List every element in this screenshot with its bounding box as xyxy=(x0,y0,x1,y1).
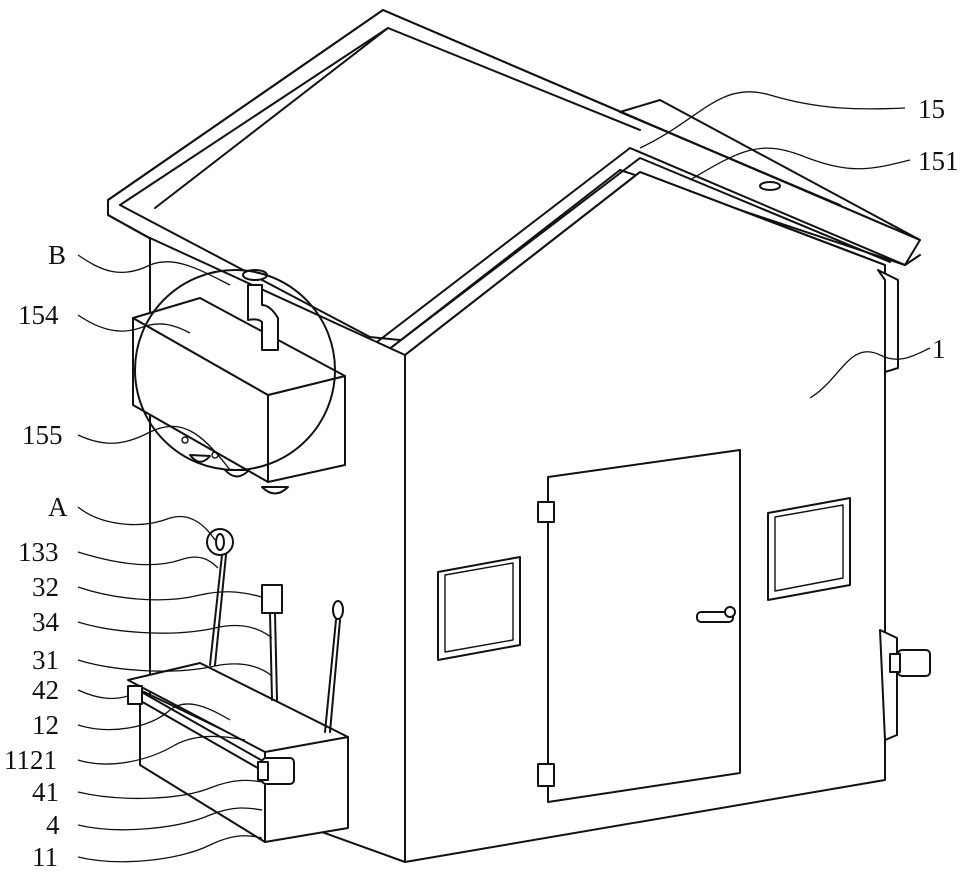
door[interactable] xyxy=(538,450,740,802)
roof-vent-hole-icon xyxy=(760,182,780,190)
left-window xyxy=(438,557,520,660)
label-41: 41 xyxy=(32,777,59,807)
door-panel xyxy=(548,450,740,802)
upper-hinge-icon xyxy=(538,502,554,522)
label-34: 34 xyxy=(32,607,60,637)
label-151: 151 xyxy=(918,146,959,176)
box-front xyxy=(265,737,348,842)
label-4: 4 xyxy=(46,810,60,840)
label-1: 1 xyxy=(932,334,946,364)
label-154: 154 xyxy=(18,300,59,330)
label-12: 12 xyxy=(32,710,59,740)
label-15: 15 xyxy=(918,94,945,124)
right-window xyxy=(768,498,850,600)
label-1121: 1121 xyxy=(4,745,57,775)
label-a: A xyxy=(48,492,68,522)
label-b: B xyxy=(48,240,66,270)
sensor-box-icon xyxy=(262,585,282,613)
label-31: 31 xyxy=(32,645,59,675)
lower-hinge-icon xyxy=(538,764,554,786)
label-11: 11 xyxy=(32,842,58,872)
label-32: 32 xyxy=(32,572,59,602)
label-133: 133 xyxy=(18,537,59,567)
right-motor-icon xyxy=(898,650,930,676)
label-155: 155 xyxy=(22,420,63,450)
label-42: 42 xyxy=(32,675,59,705)
left-motor-icon xyxy=(128,686,142,704)
